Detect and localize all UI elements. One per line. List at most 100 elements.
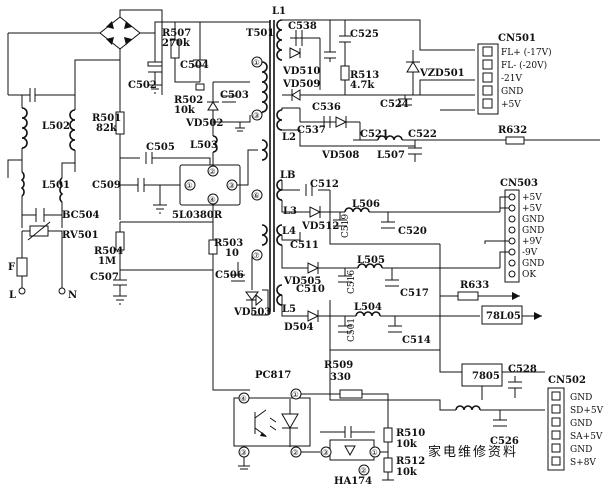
cn502-pin-label: GND — [570, 393, 592, 403]
cn503-pin-label: +5V — [522, 193, 542, 203]
c501-label: C501 — [347, 318, 357, 342]
c512-label: C512 — [310, 179, 339, 190]
c504-label: C504 — [180, 60, 209, 71]
cn502-pin-label: GND — [570, 419, 592, 429]
t-pin-7: ⑦ — [253, 251, 260, 260]
pc817-pin-1: ① — [292, 390, 299, 399]
reg-7805-label: 7805 — [472, 371, 500, 382]
l2-label: L2 — [282, 132, 296, 143]
cn503-pin-3: GND — [508, 226, 544, 236]
l507-label: L507 — [377, 150, 405, 161]
cn503-pin-7: OK — [508, 270, 536, 280]
c536-label: C536 — [312, 102, 341, 113]
ic-pin-3: ③ — [228, 181, 235, 190]
r503-label: R503 — [214, 238, 243, 249]
ha174-pin-3: ③ — [322, 448, 329, 457]
ic-label: 5L0380R — [172, 210, 223, 221]
ic-pin-2: ② — [209, 167, 216, 176]
cn503-title: CN503 — [500, 178, 538, 189]
watermark-text: 家电维修资料 — [428, 444, 518, 460]
pc817-pin-4: ④ — [240, 394, 247, 403]
c505-label: C505 — [146, 142, 175, 153]
cn502-pin-label: S+8V — [570, 458, 596, 468]
cn503-pin-label: -9V — [522, 248, 538, 258]
cn503-pin-label: +5V — [522, 204, 542, 214]
transformer-t501: T501 ① ③ ⑥ ⑦ L1 L2 LB L3 L4 L5 — [246, 6, 297, 315]
l505-label: L505 — [357, 255, 385, 266]
cn503-pin-label: +9V — [522, 237, 542, 247]
r501-value: 82k — [96, 123, 118, 134]
regulator-7805-section: 7805 C528 C526 — [329, 350, 545, 447]
l2-output-section: C536 C537 VD508 C521 L507 C522 R632 — [281, 102, 600, 162]
r504-value: 1M — [98, 256, 116, 267]
cn502-pin-5: S+8V — [551, 456, 596, 468]
c510-label: C510 — [296, 284, 325, 295]
ic-pin-1: ① — [186, 181, 193, 190]
pc817-label: PC817 — [255, 370, 291, 381]
connector-cn503: CN503 +5V +5V GND GND +9V -9V GND OK — [484, 178, 544, 283]
cn503-pin-label: GND — [522, 226, 544, 236]
c519-label: C519 — [341, 214, 351, 238]
ha174-label: HA174 — [334, 476, 372, 487]
mains-input-section: L502 L501 BC504 RV501 F L N — [7, 32, 100, 301]
vd508-label: VD508 — [321, 150, 359, 161]
reg-78l05-label: 78L05 — [486, 311, 521, 322]
vd510-label: VD510 — [282, 66, 320, 77]
pc817-pin-2: ② — [292, 448, 299, 457]
cn503-pin-6: GND — [508, 259, 544, 269]
cn502-pin-label: SD+5V — [570, 406, 604, 416]
cn502-pin-0: GND — [551, 391, 592, 403]
cn501-pin-label: -21V — [501, 74, 522, 84]
pwm-ic-5l0380r: ① ② ③ ④ 5L0380R — [120, 149, 258, 223]
l5-label: L5 — [282, 304, 296, 315]
l502-label: L502 — [42, 121, 70, 132]
neutral-terminal-label: N — [68, 290, 77, 301]
c525-label: C525 — [350, 29, 379, 40]
cn502-pin-label: GND — [570, 445, 592, 455]
line-terminal-label: L — [9, 290, 16, 301]
auxiliary-winding-circuit: R504 1M C507 R503 10 C506 VD503 — [90, 222, 271, 391]
connector-cn502: CN502 GND SD+5V GND SA+5V GND S+8V — [547, 375, 604, 471]
connector-cn501: CN501 FL+ (-17V) FL- (-20V) -21V GND +5V — [477, 33, 552, 115]
pc817-pin-3: ③ — [240, 448, 247, 457]
r513-label: R513 — [350, 70, 379, 81]
cn502-pin-2: GND — [551, 417, 592, 429]
cn502-pin-1: SD+5V — [551, 404, 604, 416]
r507-label: R507 — [162, 28, 191, 39]
l504-label: L504 — [354, 302, 382, 313]
c528-label: C528 — [508, 364, 537, 375]
r509-value: 330 — [330, 372, 351, 383]
vd503-label: VD503 — [233, 307, 271, 318]
cn501-title: CN501 — [498, 33, 536, 44]
t-pin-6: ⑥ — [253, 191, 260, 200]
cn502-pin-3: SA+5V — [551, 430, 603, 442]
cn503-pin-label: GND — [522, 259, 544, 269]
r513-value: 4.7k — [350, 80, 375, 91]
rv501-label: RV501 — [62, 230, 99, 241]
r633-label: R633 — [460, 280, 489, 291]
c537-label: C537 — [297, 125, 326, 136]
fuse-label: F — [8, 262, 15, 273]
cn503-pin-1: +5V — [508, 204, 542, 214]
c521-label: C521 — [360, 129, 389, 140]
cn502-title: CN502 — [548, 375, 586, 386]
secondary-outputs: C512 VD512 L506 C519 C520 C511 VD505 L50… — [281, 179, 542, 351]
c522-label: C522 — [408, 129, 437, 140]
l503-label: L503 — [190, 140, 218, 151]
vd509-label: VD509 — [282, 79, 320, 90]
cn503-pin-2: GND — [508, 215, 544, 225]
bridge-rectifier: C502 — [74, 9, 270, 110]
snubber-network: R507 270k C504 R502 10k C503 VD502 L503 — [162, 22, 251, 166]
ha174-pin-1: ① — [371, 448, 378, 457]
ic-pin-4: ④ — [209, 195, 216, 204]
d504-label: D504 — [284, 322, 314, 333]
cn502-pin-label: SA+5V — [570, 432, 603, 442]
cn501-pin-2: -21V — [482, 72, 522, 84]
startup-network: R501 82k C505 C509 — [92, 60, 211, 220]
cn501-pin-label: GND — [501, 87, 523, 97]
c524-label: C524 — [380, 99, 409, 110]
r509-label: R509 — [324, 360, 353, 371]
r632-label: R632 — [498, 125, 527, 136]
cn502-pin-4: GND — [551, 443, 592, 455]
c511-label: C511 — [290, 240, 319, 251]
